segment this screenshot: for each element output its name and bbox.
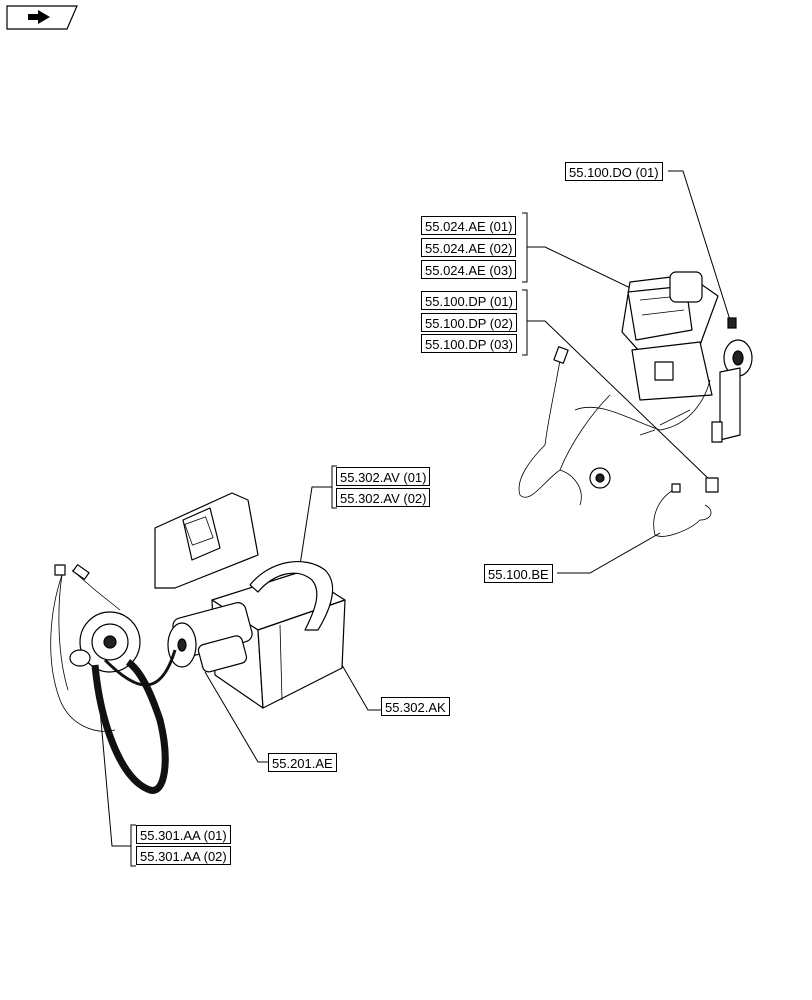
callout-55-201-ae[interactable]: 55.201.AE (268, 753, 337, 772)
callout-55-024-ae-02[interactable]: 55.024.AE (02) (421, 238, 517, 257)
callout-55-100-be[interactable]: 55.100.BE (484, 564, 553, 583)
callout-55-301-aa-02[interactable]: 55.301.AA (02) (136, 846, 231, 865)
battery-starter-assembly (50, 492, 346, 794)
callout-55-100-dp-02[interactable]: 55.100.DP (02) (421, 313, 517, 332)
callout-55-302-av-02[interactable]: 55.302.AV (02) (336, 488, 431, 507)
leader-lines (96, 170, 731, 867)
callout-55-100-dp-03[interactable]: 55.100.DP (03) (421, 334, 517, 353)
back-navigation-tab[interactable] (6, 5, 78, 30)
callout-55-302-ak[interactable]: 55.302.AK (381, 697, 450, 716)
callout-55-302-av-01[interactable]: 55.302.AV (01) (336, 467, 431, 486)
callout-55-024-ae-01[interactable]: 55.024.AE (01) (421, 216, 517, 235)
controller-harness-assembly (518, 271, 753, 537)
callout-55-301-aa-01[interactable]: 55.301.AA (01) (136, 825, 231, 844)
callout-55-100-dp-01[interactable]: 55.100.DP (01) (421, 291, 517, 310)
callout-55-100-do-01[interactable]: 55.100.DO (01) (565, 162, 663, 181)
callout-55-024-ae-03[interactable]: 55.024.AE (03) (421, 260, 517, 279)
back-arrow-icon (6, 5, 78, 30)
